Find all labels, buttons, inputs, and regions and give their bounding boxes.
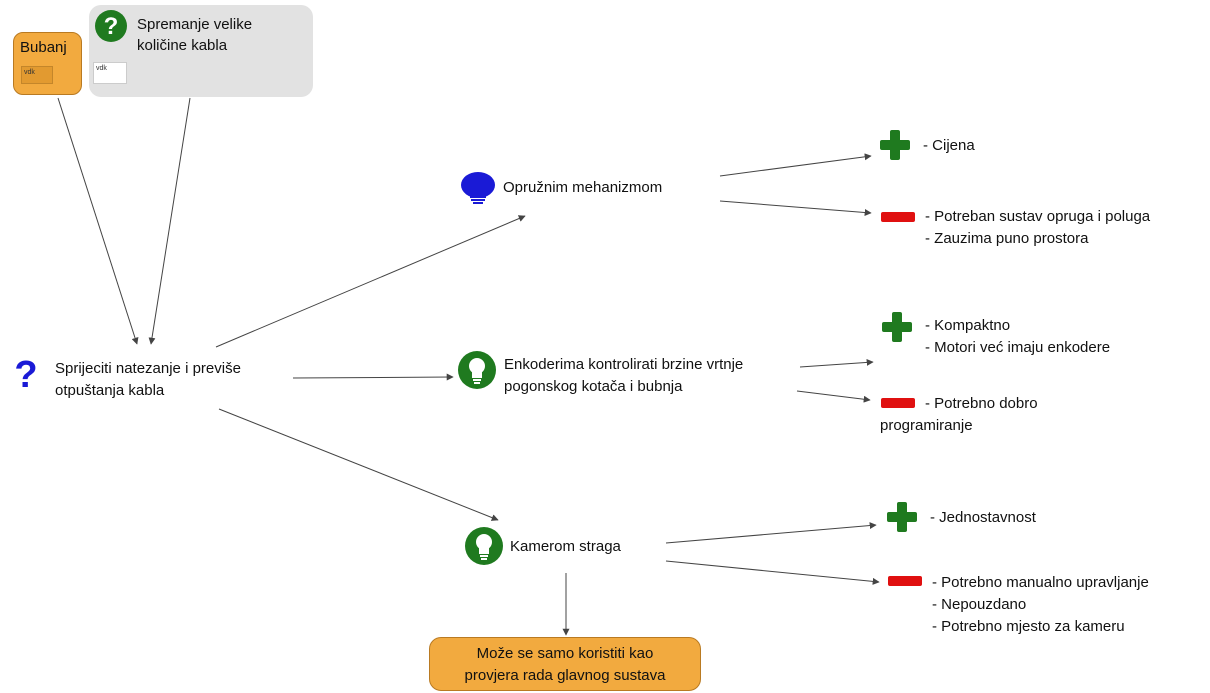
idea1-con-line2: - Zauzima puno prostora	[925, 230, 1089, 247]
edge-problem-idea3	[218, 408, 499, 521]
note-label-line1: Može se samo koristiti kao	[476, 645, 654, 662]
idea3-con-line1: - Potrebno manualno upravljanje	[932, 574, 1149, 591]
idea1-label: Opružnim mehanizmom	[503, 179, 663, 196]
svg-text:?: ?	[14, 355, 37, 395]
idea2-pro-line2: - Motori već imaju enkodere	[925, 339, 1111, 356]
lightbulb-icon	[461, 172, 495, 204]
idea-node-kamera[interactable]: Kamerom straga	[464, 526, 664, 570]
con-node-idea2[interactable]: - Potrebno dobro programiranje	[880, 391, 1110, 439]
problem-label-line2: otpuštanja kabla	[55, 382, 165, 399]
spremanje-label-line2: količine kabla	[137, 37, 228, 54]
spremanje-thumbnail: vdk	[93, 62, 127, 84]
minus-icon	[888, 576, 922, 586]
spremanje-card[interactable]: ? Spremanje velike količine kabla vdk	[89, 5, 313, 97]
pro-node-idea2[interactable]: - Kompaktno - Motori već imaju enkodere	[880, 310, 1180, 358]
spremanje-label-line1: Spremanje velike	[137, 16, 253, 33]
edge-spremanje-problem	[148, 97, 191, 345]
bubanj-label: Bubanj	[20, 39, 67, 56]
note-card[interactable]: Može se samo koristiti kao provjera rada…	[429, 637, 701, 691]
edge-idea1-con	[719, 200, 872, 216]
idea1-pro-line1: - Cijena	[923, 137, 975, 154]
pro-node-idea1[interactable]: - Cijena	[878, 128, 1028, 162]
plus-icon	[882, 312, 912, 342]
edge-idea3-con	[665, 560, 880, 585]
idea-node-opruzni[interactable]: Opružnim mehanizmom	[459, 170, 709, 210]
idea2-con-line1: - Potrebno dobro	[925, 395, 1038, 412]
con-node-idea3[interactable]: - Potrebno manualno upravljanje - Nepouz…	[887, 572, 1210, 642]
edge-idea2-con	[796, 390, 871, 403]
idea3-pro-line1: - Jednostavnost	[930, 509, 1036, 526]
question-circle-icon: ?	[95, 10, 127, 42]
con-node-idea1[interactable]: - Potreban sustav opruga i poluga - Zauz…	[880, 204, 1210, 252]
plus-icon	[880, 130, 910, 160]
edge-problem-idea2	[292, 373, 454, 381]
idea-node-enkoderi[interactable]: Enkoderima kontrolirati brzine vrtnje po…	[457, 348, 802, 398]
idea2-pro-line1: - Kompaktno	[925, 317, 1011, 334]
edge-problem-idea1	[215, 215, 526, 348]
plus-icon	[887, 502, 917, 532]
minus-icon	[881, 212, 915, 222]
idea3-label: Kamerom straga	[510, 538, 621, 555]
svg-text:?: ?	[104, 13, 119, 40]
pro-node-idea3[interactable]: - Jednostavnost	[885, 500, 1085, 536]
lightbulb-circle-icon	[458, 351, 496, 389]
note-label-line2: provjera rada glavnog sustava	[464, 667, 666, 684]
idea1-con-line1: - Potreban sustav opruga i poluga	[925, 208, 1151, 225]
bubanj-thumbnail: vdk	[21, 66, 53, 84]
lightbulb-circle-icon	[465, 527, 503, 565]
bubanj-card[interactable]: Bubanj vdk	[13, 32, 82, 95]
idea3-con-line2: - Nepouzdano	[932, 596, 1027, 613]
edge-idea2-pro	[799, 358, 874, 368]
problem-label-line1: Sprijeciti natezanje i previše	[55, 360, 241, 377]
edge-idea3-pro	[665, 522, 877, 544]
idea2-label-line1: Enkoderima kontrolirati brzine vrtnje	[504, 356, 744, 373]
problem-node[interactable]: ? Sprijeciti natezanje i previše otpušta…	[8, 355, 298, 401]
question-icon: ?	[14, 355, 37, 395]
idea3-con-line3: - Potrebno mjesto za kameru	[932, 618, 1125, 635]
edge-idea1-pro	[719, 153, 872, 177]
minus-icon	[881, 398, 915, 408]
edge-bubanj-problem	[57, 97, 139, 345]
idea2-label-line2: pogonskog kotača i bubnja	[504, 378, 683, 395]
idea2-con-line2: programiranje	[880, 417, 973, 434]
